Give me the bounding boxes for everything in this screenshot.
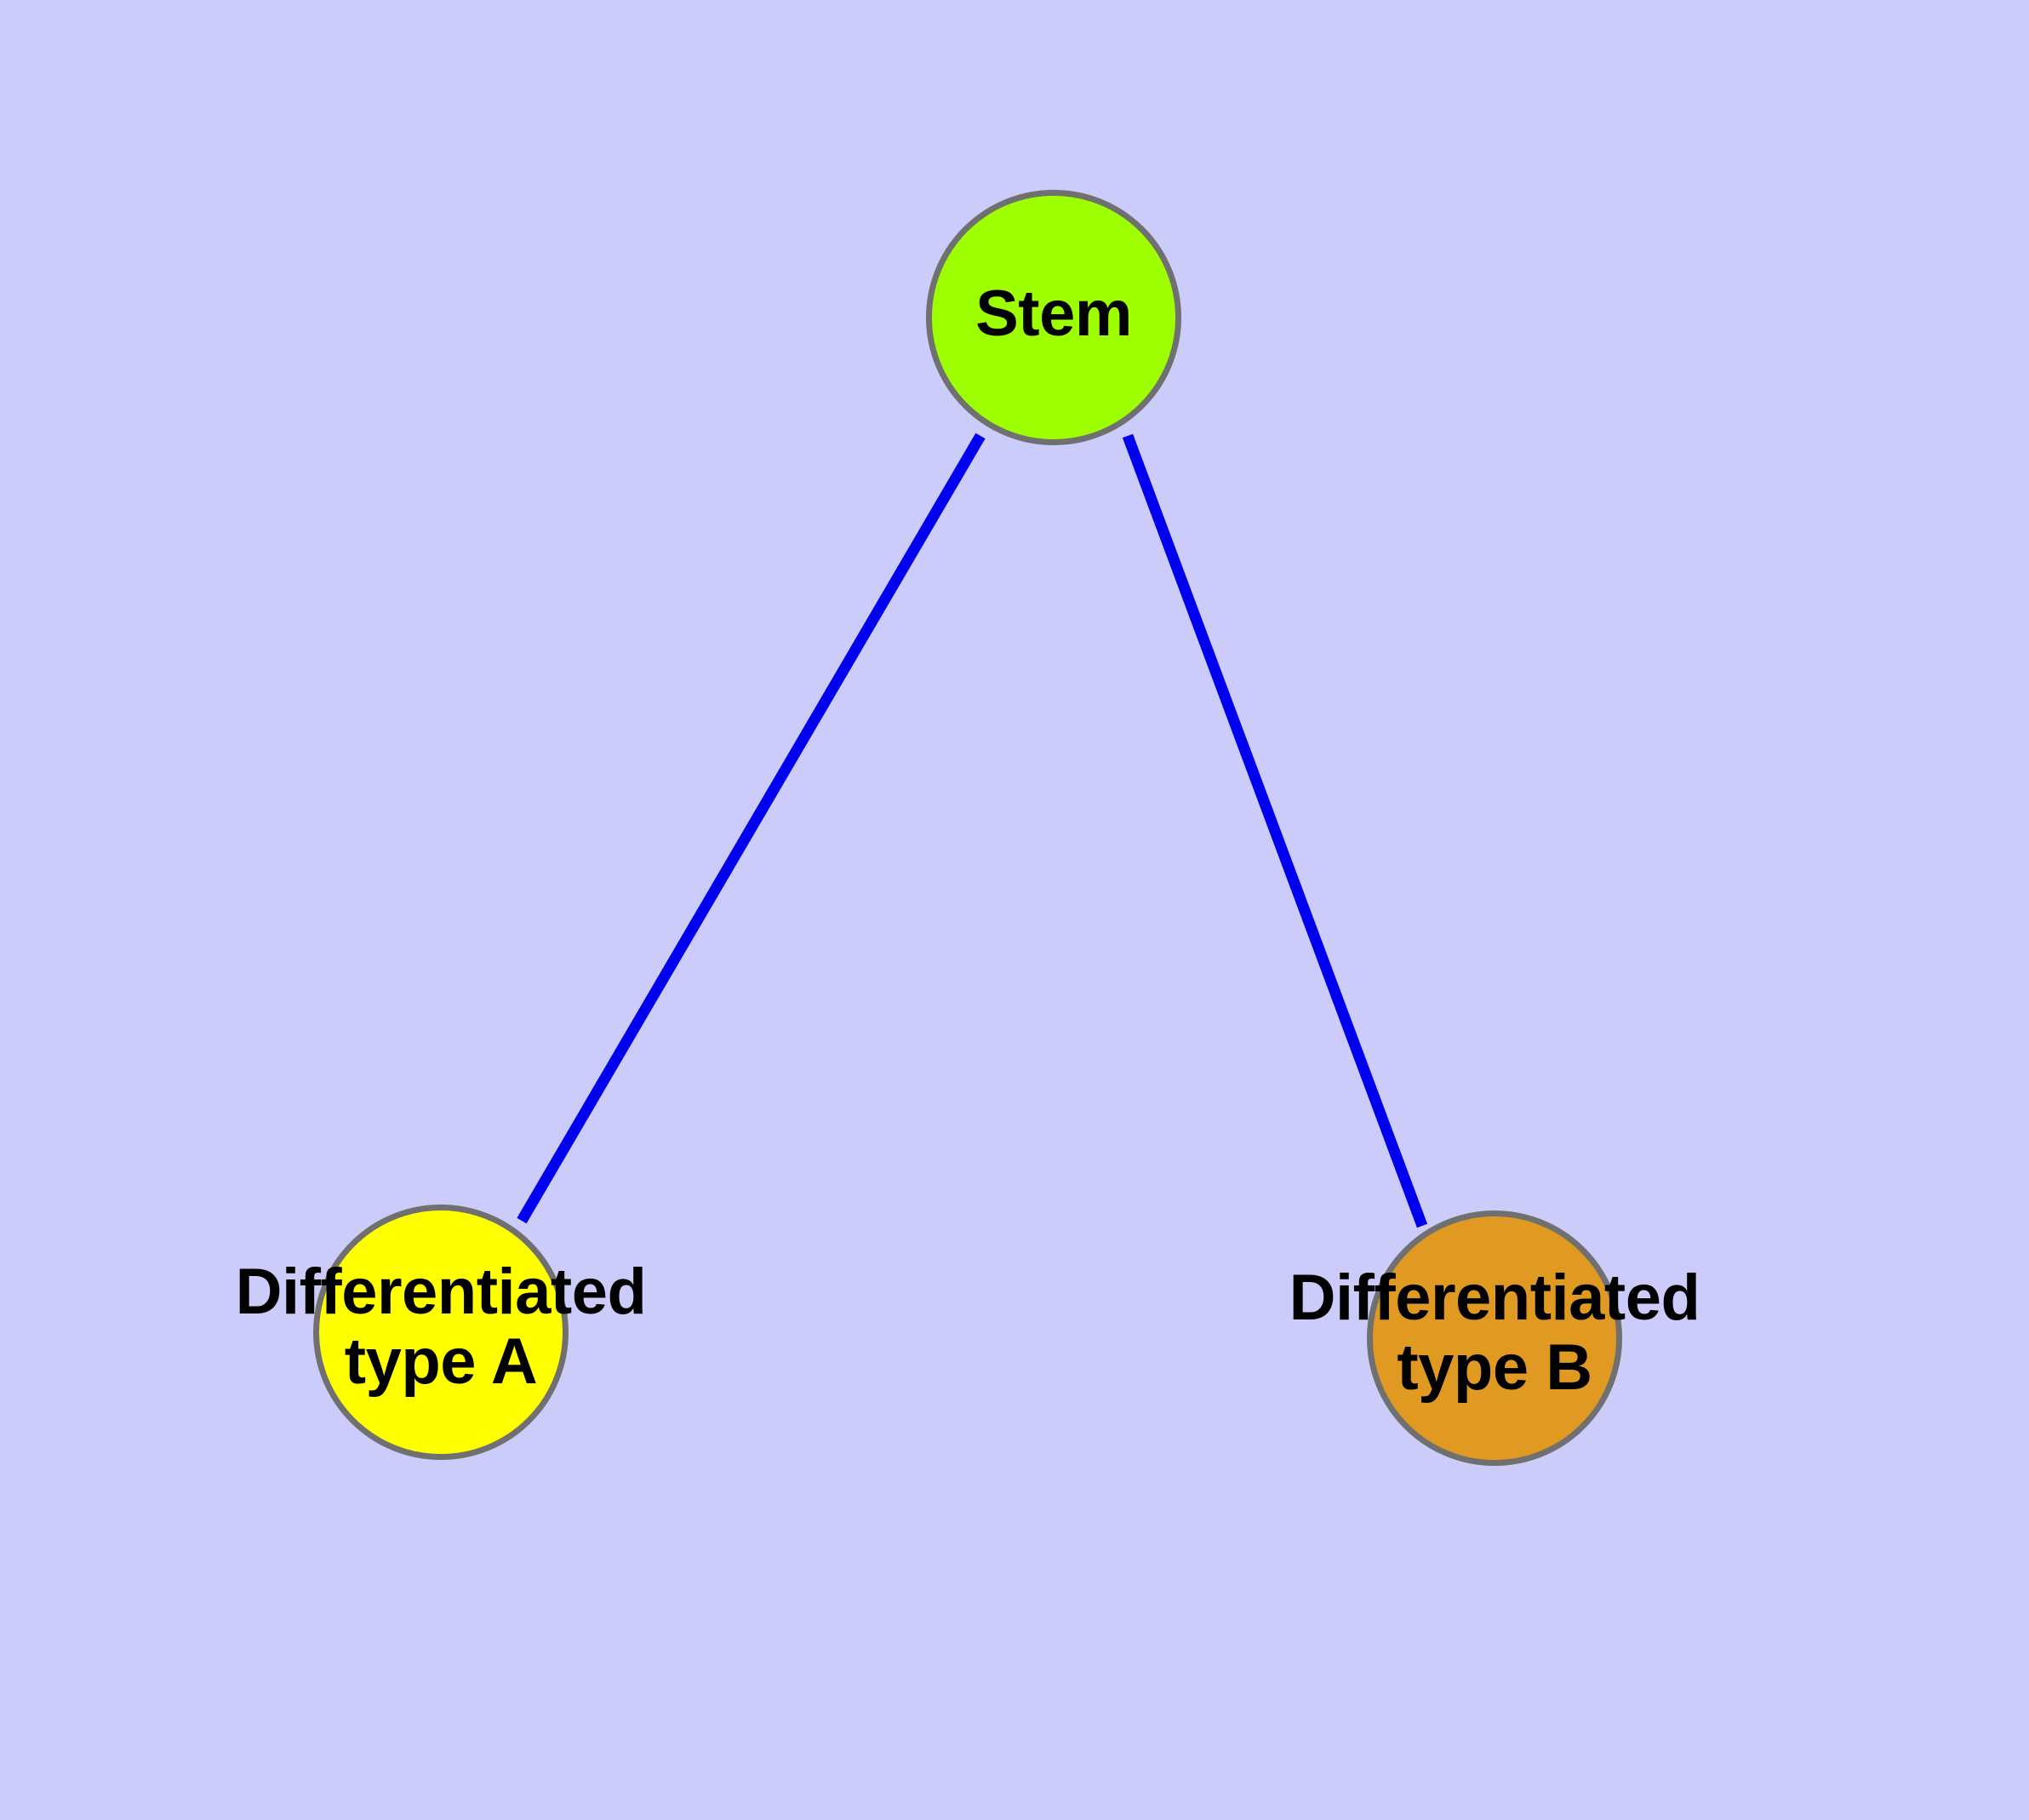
node-differentiated-type-a-label-line-1: Differentiated: [235, 1256, 647, 1328]
node-differentiated-type-a[interactable]: Differentiated type A: [236, 1205, 647, 1460]
node-stem-label: Stem: [975, 278, 1132, 350]
edge-stem-to-differentiated-type-a[interactable]: [517, 432, 986, 1224]
node-differentiated-type-b-label-line-1: Differentiated: [1289, 1262, 1700, 1334]
node-differentiated-type-b[interactable]: Differentiated type B: [1289, 1210, 1700, 1466]
node-differentiated-type-b-label-line-2: type B: [1397, 1331, 1592, 1405]
node-differentiated-type-a-label-line-2: type A: [344, 1325, 538, 1399]
node-differentiated-type-b-circle[interactable]: [1367, 1210, 1622, 1466]
node-differentiated-type-b-label: Differentiated type B: [984, 1262, 2005, 1405]
node-stem[interactable]: Stem: [926, 190, 1181, 445]
node-differentiated-type-a-circle[interactable]: [313, 1205, 569, 1460]
node-differentiated-type-a-label: Differentiated type A: [0, 1256, 952, 1399]
node-stem-circle[interactable]: [926, 190, 1181, 445]
edge-stem-to-differentiated-type-b[interactable]: [1122, 433, 1428, 1228]
